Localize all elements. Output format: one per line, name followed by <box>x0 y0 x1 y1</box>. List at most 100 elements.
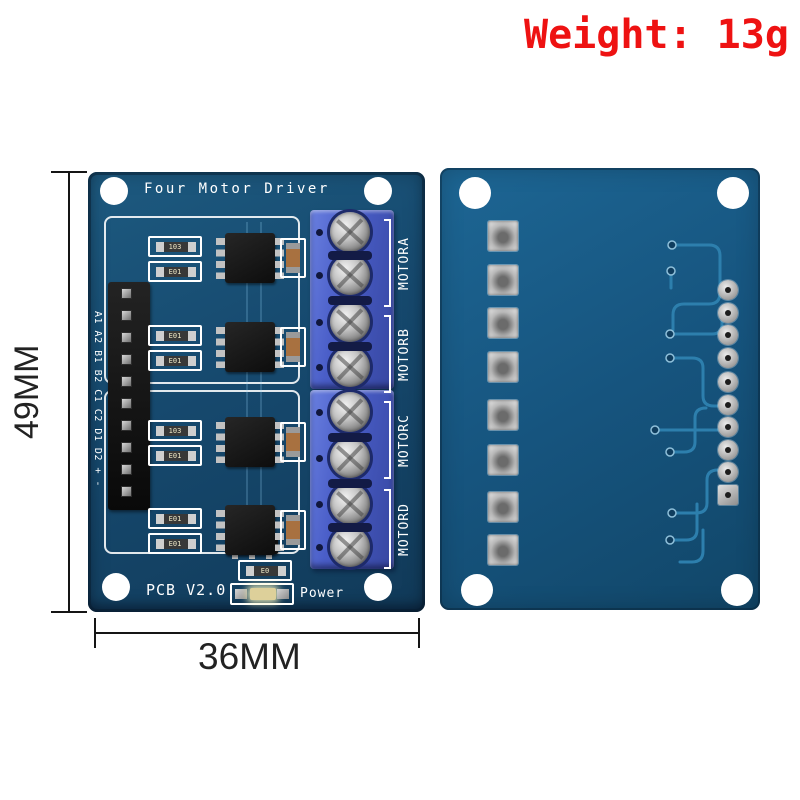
mounting-hole <box>364 177 392 205</box>
motor-label-motora: MOTORA <box>397 237 412 291</box>
motor-label-motorc: MOTORC <box>397 414 412 468</box>
wire-entry-dot <box>316 272 323 279</box>
driver-ic-chip <box>216 417 284 467</box>
solder-pad-round <box>718 462 738 482</box>
terminal-screw <box>330 255 370 295</box>
height-dimension-cap-top <box>51 171 87 173</box>
board-title: Four Motor Driver <box>144 181 330 197</box>
channel-resistor: E01 <box>148 261 202 282</box>
header-pin <box>121 420 132 431</box>
driver-ic-chip <box>216 322 284 372</box>
terminal-slot <box>328 479 372 488</box>
header-pin <box>121 288 132 299</box>
header-pin <box>121 442 132 453</box>
mounting-hole <box>459 177 491 209</box>
pin-header <box>108 282 150 510</box>
solder-pad-square-small <box>718 485 738 505</box>
solder-pad-square <box>488 400 518 430</box>
capacitor <box>280 238 306 278</box>
width-dimension-line <box>95 632 420 634</box>
wire-entry-dot <box>316 364 323 371</box>
resistor-mark: E0 <box>260 567 270 575</box>
silkscreen-bracket <box>384 219 391 307</box>
solder-pad-square <box>488 308 518 338</box>
mounting-hole <box>721 574 753 606</box>
wire-entry-dot <box>316 409 323 416</box>
driver-ic-chip <box>216 505 284 555</box>
height-dimension-label: 49MM <box>8 344 46 440</box>
width-dimension-cap-right <box>418 618 420 648</box>
width-dimension-cap-left <box>94 618 96 648</box>
channel-resistor: E01 <box>148 445 202 466</box>
wire-entry-dot <box>316 501 323 508</box>
channel-resistor: 103 <box>148 420 202 441</box>
header-pin <box>121 398 132 409</box>
terminal-screw <box>330 302 370 342</box>
header-pin <box>121 376 132 387</box>
power-led <box>230 583 294 605</box>
wire-entry-dot <box>316 319 323 326</box>
solder-pad-round <box>718 280 738 300</box>
mounting-hole <box>364 573 392 601</box>
back-board <box>440 168 760 610</box>
silkscreen-bracket <box>384 489 391 569</box>
header-pin <box>121 354 132 365</box>
width-dimension-label: 36MM <box>198 636 301 677</box>
terminal-slot <box>328 251 372 260</box>
solder-pad-square <box>488 535 518 565</box>
channel-resistor: E01 <box>148 508 202 529</box>
wire-entry-dot <box>316 229 323 236</box>
motor-label-motorb: MOTORB <box>397 328 412 382</box>
channel-resistor: 103 <box>148 236 202 257</box>
motor-label-motord: MOTORD <box>397 503 412 557</box>
solder-pad-square <box>488 352 518 382</box>
wire-entry-dot <box>316 544 323 551</box>
pin-labels: A1 A2 B1 B2 C1 C2 D1 D2 + - <box>92 310 103 488</box>
led-glow <box>250 588 276 600</box>
pcb-trace <box>246 222 248 548</box>
terminal-slot <box>328 523 372 532</box>
mounting-hole <box>102 573 130 601</box>
power-label: Power <box>300 586 345 601</box>
weight-label: Weight: 13g <box>524 12 789 58</box>
solder-pad-round <box>718 325 738 345</box>
terminal-screw <box>330 438 370 478</box>
mounting-hole <box>100 177 128 205</box>
solder-pad-square <box>488 265 518 295</box>
terminal-screw <box>330 347 370 387</box>
copper-traces <box>650 240 726 564</box>
channel-resistor: E01 <box>148 325 202 346</box>
solder-pad-square <box>488 445 518 475</box>
wire-entry-dot <box>316 455 323 462</box>
version-label: PCB V2.0 <box>146 581 227 599</box>
solder-pad-round <box>718 303 738 323</box>
capacitor <box>280 510 306 550</box>
channel-resistor: E01 <box>148 350 202 371</box>
height-dimension-cap-bottom <box>51 611 87 613</box>
header-pin <box>121 332 132 343</box>
pcb-trace <box>260 222 262 548</box>
capacitor <box>280 327 306 367</box>
silkscreen-outline <box>104 216 300 384</box>
solder-pad-round <box>718 372 738 392</box>
driver-ic-chip <box>216 233 284 283</box>
mounting-hole <box>461 574 493 606</box>
solder-pad-round <box>718 395 738 415</box>
terminal-screw <box>330 212 370 252</box>
header-pin <box>121 486 132 497</box>
terminal-slot <box>328 296 372 305</box>
terminal-screw <box>330 392 370 432</box>
silkscreen-outline <box>104 390 300 554</box>
front-board: Four Motor Driver A1 A2 B1 B2 C1 C2 D1 D… <box>88 172 425 612</box>
header-pin <box>121 310 132 321</box>
terminal-slot <box>328 342 372 351</box>
header-pin <box>121 464 132 475</box>
mounting-hole <box>717 177 749 209</box>
silkscreen-bracket <box>384 315 391 393</box>
solder-pad-round <box>718 417 738 437</box>
power-resistor: E0 <box>238 560 292 581</box>
solder-pad-round <box>718 440 738 460</box>
resistor-body <box>246 566 286 576</box>
capacitor <box>280 422 306 462</box>
